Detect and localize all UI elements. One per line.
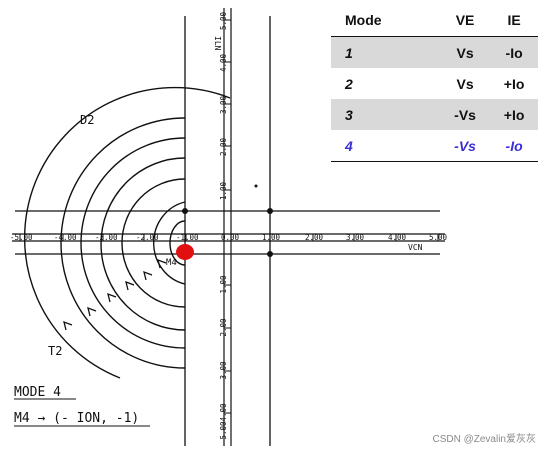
mode-cell: 1 <box>331 36 440 68</box>
arc-2 <box>152 201 186 285</box>
arrow-1 <box>63 320 73 331</box>
x-tick-label: -2.00 <box>136 233 159 242</box>
arrow-6 <box>157 258 167 269</box>
grid-lines <box>15 16 440 446</box>
ie-cell: -Io <box>490 36 538 68</box>
ve-cell: -Vs <box>439 130 491 162</box>
x-tick-label: 4.00 <box>388 233 407 242</box>
y-tick-label: 4.00 <box>219 53 228 72</box>
intersection-dot <box>267 208 273 214</box>
x-tick-marks <box>19 234 439 241</box>
header-ie: IE <box>490 4 538 37</box>
d2-label: D2 <box>80 113 94 127</box>
y-tick-label: -4.00 <box>219 403 228 426</box>
table-row: 3 -Vs +Io <box>331 99 538 130</box>
arc-1 <box>169 220 186 266</box>
x-tick-label: -4.00 <box>54 233 77 242</box>
m4-coordinate-annotation: M4 → (- ION, -1) <box>14 411 139 426</box>
iln-axis-label: ILN <box>213 36 222 51</box>
ie-cell: +Io <box>490 99 538 130</box>
y-tick-label: -2.00 <box>219 318 228 341</box>
arc-3 <box>121 178 186 308</box>
mode-cell: 3 <box>331 99 440 130</box>
table-header-row: Mode VE IE <box>331 4 538 37</box>
mode-cell: 2 <box>345 75 353 92</box>
ve-cell: -Vs <box>439 99 491 130</box>
mode-annotation: MODE 4 <box>14 385 61 400</box>
axes <box>12 8 445 446</box>
t2-label: T2 <box>48 344 62 358</box>
arc-outer-d2 <box>23 86 231 379</box>
y-tick-label: -5.00 <box>219 421 228 444</box>
x-tick-labels: -5.00 -4.00 -3.00 -2.00 -1.00 0.00 1.00 … <box>10 233 448 242</box>
intersection-dot <box>182 208 188 214</box>
intersection-dots <box>182 184 273 257</box>
watermark: CSDN @Zevalin爱灰灰 <box>432 434 536 445</box>
table-row-highlighted: 4 -Vs -Io <box>331 130 538 162</box>
arrow-3 <box>107 292 117 303</box>
mode-table: Mode VE IE 1 Vs -Io 2 Vs +Io 3 -Vs +Io <box>331 4 538 162</box>
arrow-2 <box>87 306 97 317</box>
arc-6 <box>60 117 186 369</box>
y-tick-label: 2.00 <box>219 137 228 156</box>
x-tick-label: 1.00 <box>262 233 281 242</box>
arc-5 <box>80 137 186 349</box>
y-tick-labels: 5.00 4.00 3.00 2.00 1.00 -1.00 -2.00 -3.… <box>219 11 228 444</box>
arrow-4 <box>125 280 135 291</box>
header-ve: VE <box>439 4 491 37</box>
y-tick-label: 1.00 <box>219 181 228 200</box>
x-tick-label: -3.00 <box>95 233 118 242</box>
stray-dot <box>254 184 258 188</box>
x-tick-label: -5.00 <box>10 233 33 242</box>
header-mode: Mode <box>331 4 440 37</box>
x-tick-label: -1.00 <box>176 233 199 242</box>
vcn-axis-label: VCN <box>408 243 423 252</box>
table-row: 2 Vs +Io <box>331 68 538 99</box>
y-tick-label: 3.00 <box>219 95 228 114</box>
trajectory-arcs <box>23 86 231 379</box>
x-tick-label: 3.00 <box>346 233 365 242</box>
ie-cell: -Io <box>490 130 538 162</box>
table-row: 1 Vs -Io <box>331 36 538 68</box>
y-tick-label: -3.00 <box>219 361 228 384</box>
y-tick-marks <box>224 19 231 414</box>
ie-cell: +Io <box>503 75 525 92</box>
intersection-dot <box>267 251 273 257</box>
x-tick-label: 0.00 <box>221 233 240 242</box>
arrow-5 <box>143 270 153 281</box>
y-tick-label: -1.00 <box>219 275 228 298</box>
m4-label: M4 <box>166 258 177 268</box>
mode-cell: 4 <box>331 130 440 162</box>
ve-cell: Vs <box>456 75 474 92</box>
arc-4 <box>100 157 186 331</box>
x-tick-label: 5.00 <box>429 233 448 242</box>
y-tick-label: 5.00 <box>219 11 228 30</box>
operating-point-m4 <box>176 244 194 260</box>
direction-arrows <box>63 258 167 331</box>
x-tick-label: 2.00 <box>305 233 324 242</box>
ve-cell: Vs <box>439 36 491 68</box>
